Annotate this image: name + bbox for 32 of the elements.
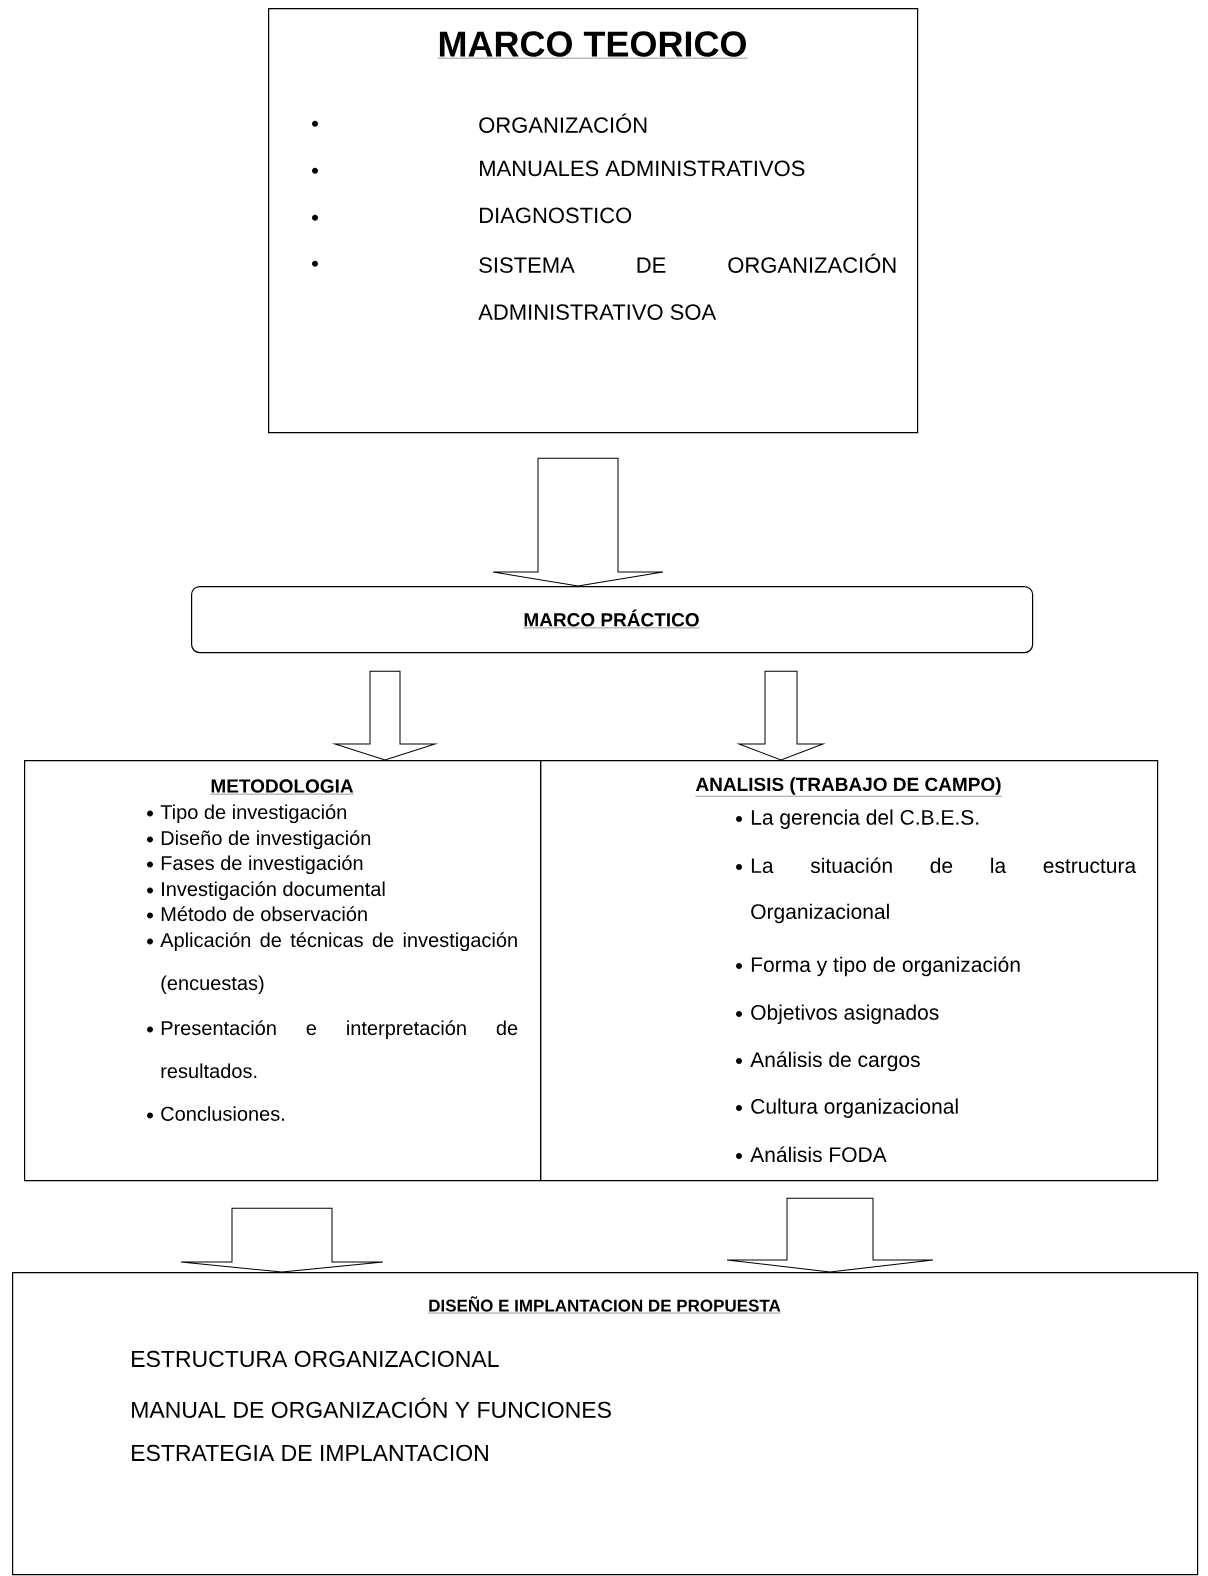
list-item: Presentación e interpretación de resultados. (161, 1020, 518, 1079)
list-item: Aplicación de técnicas de investigación (encuestas) (160, 932, 517, 995)
list-item: Tipo de investigación (160, 804, 346, 824)
block-arrow (334, 670, 436, 761)
list-item: Fases de investigación (161, 855, 363, 875)
list-item: Forma y tipo de organización (751, 956, 1020, 977)
heading: DISEÑO E IMPLANTACION DE PROPUESTA (428, 1296, 781, 1314)
list-item: ORGANIZACIÓN (479, 113, 647, 133)
block-arrow (492, 457, 664, 587)
heading: MARCO PRÁCTICO (523, 609, 700, 629)
list-item: ESTRUCTURA ORGANIZACIONAL (132, 1350, 499, 1368)
list-item: MANUAL DE ORGANIZACIÓN Y FUNCIONES (132, 1397, 611, 1418)
list-item: Investigación documental (162, 881, 385, 901)
list-item: Objetivos asignados (751, 1004, 939, 1024)
list-item: Método de observación (161, 906, 367, 922)
list-item: Conclusiones. (161, 1106, 284, 1121)
heading: ANALISIS (TRABAJO DE CAMPO) (695, 777, 1002, 797)
list-item: DIAGNOSTICO (480, 207, 632, 224)
list-item: La gerencia del C.B.E.S. (751, 809, 979, 829)
block-arrow (180, 1207, 384, 1273)
block-arrow (738, 670, 824, 761)
block-arrow (726, 1197, 934, 1273)
heading: MARCO TEORICO (437, 31, 748, 59)
list-item: Análisis FODA (750, 1146, 887, 1163)
list-item: ESTRATEGIA DE IMPLANTACION (132, 1444, 488, 1462)
list-item: La situación de la estructura Organizacional (751, 857, 1137, 924)
list-item: Diseño de investigación (161, 830, 371, 850)
list-item: SISTEMA DE ORGANIZACIÓN ADMINISTRATIVO SOA (478, 253, 896, 320)
list-item: Cultura organizacional (751, 1098, 958, 1118)
heading: METODOLOGIA (210, 779, 354, 795)
list-item: Análisis de cargos (750, 1051, 920, 1072)
list-item: MANUALES ADMINISTRATIVOS (480, 160, 805, 177)
